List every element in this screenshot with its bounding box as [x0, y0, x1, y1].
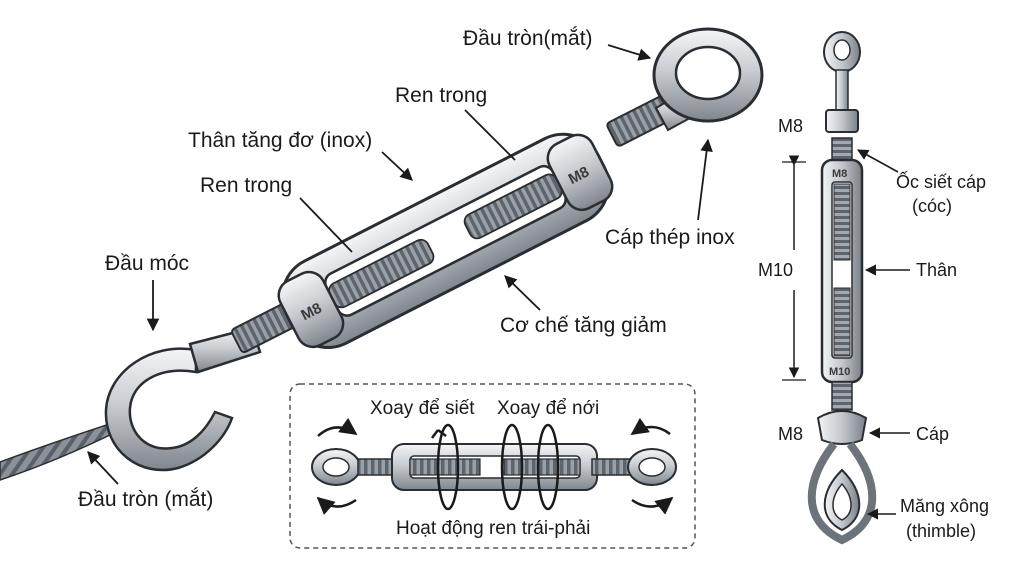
label-eye-top: Đầu tròn(mắt): [463, 27, 593, 50]
side-etched-m10: M10: [829, 366, 850, 378]
rotate-arrow-right-bottom: [631, 496, 674, 515]
side-label-clamp-nut-2: (cóc): [912, 196, 952, 216]
hook-end: [104, 326, 262, 472]
inset-loosen-label: Xoay để nới: [497, 398, 599, 419]
label-adjust-mechanism: Cơ chế tăng giảm: [500, 314, 667, 337]
side-etched-m8: M8: [832, 168, 847, 180]
rotation-ring-loosen: [500, 423, 560, 511]
label-eye-bottom: Đầu tròn (mắt): [78, 488, 213, 511]
side-label-m10: M10: [758, 260, 793, 280]
rotate-arrow-left-top: [317, 417, 358, 437]
label-body-main: Thân tăng đơ (inox): [188, 129, 372, 152]
side-label-clamp-nut-1: Ốc siết cáp: [896, 171, 986, 192]
main-labels: Đầu tròn(mắt) Ren trong Thân tăng đơ (in…: [78, 27, 735, 511]
rotate-arrow-right-top: [630, 417, 671, 436]
arrow-inner-thread-left: [299, 197, 353, 253]
arrow-inner-thread-top: [464, 109, 516, 161]
label-inner-thread-left: Ren trong: [200, 174, 292, 197]
side-view: M8 M10 M8 Ốc siết cáp (cóc) M10 Thân M8 …: [758, 31, 989, 545]
arrow-eye-bottom: [87, 451, 119, 485]
side-label-thimble-1: Măng xông: [900, 496, 989, 516]
arrow-adjust-mechanism: [504, 275, 541, 311]
inset-panel: Xoay để siết Xoay để nới Hoạt động ren t…: [289, 383, 696, 549]
arrow-body-main: [381, 151, 413, 181]
arrow-eye-top: [607, 44, 652, 61]
rotate-arrow-left-bottom: [316, 496, 357, 516]
side-label-m8-top: M8: [778, 116, 803, 136]
arrow-clamp-nut: [857, 149, 899, 173]
side-label-m8-bottom: M8: [778, 424, 803, 444]
inset-caption: Hoạt động ren trái-phải: [396, 518, 590, 539]
side-label-thimble-2: (thimble): [906, 521, 976, 541]
side-label-cable: Cáp: [916, 424, 949, 444]
main-turnbuckle: M8 M8: [0, 27, 764, 481]
arrow-steel-cable: [697, 138, 713, 221]
inset-tighten-label: Xoay để siết: [370, 398, 475, 419]
label-inner-thread-top: Ren trong: [395, 84, 487, 107]
eye-end-top: [652, 27, 764, 132]
side-clamp-nut: [825, 109, 859, 133]
label-steel-cable: Cáp thép inox: [605, 226, 735, 249]
turnbuckle-body: M8 M8: [277, 132, 614, 350]
side-label-body: Thân: [916, 260, 957, 280]
side-cable-loop: [807, 441, 877, 545]
rotation-ring-tighten: [431, 423, 460, 511]
side-top-eye: [823, 31, 861, 111]
side-cable-clamp: [816, 410, 868, 445]
label-hook-end: Đầu móc: [105, 252, 189, 275]
side-body: M8 M10: [820, 158, 864, 384]
